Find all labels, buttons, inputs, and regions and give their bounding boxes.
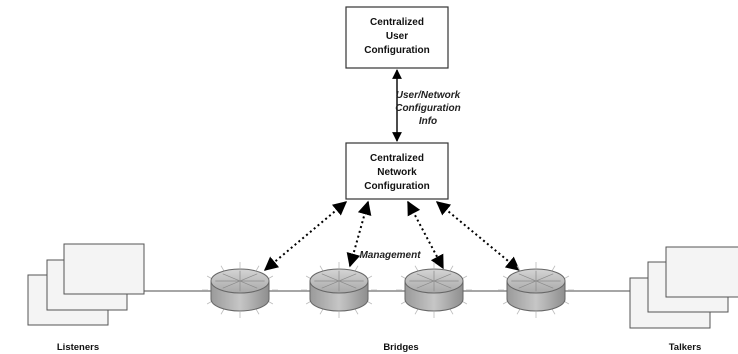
bridges-group: [202, 262, 574, 318]
bridge-icon-2: [301, 262, 377, 318]
svg-text:Configuration: Configuration: [395, 103, 461, 114]
management-arrows: [263, 200, 521, 271]
management-arrow-bridge-4: [435, 201, 521, 271]
management-arrow-bridge-1: [263, 201, 348, 271]
user-network-configuration-info-label: User/Network Configuration Info: [395, 90, 461, 127]
listeners-icon: [27, 243, 145, 326]
management-arrow-bridge-2: [346, 200, 372, 268]
cuc-line-2: User: [386, 31, 408, 42]
talkers-icon: [629, 246, 738, 329]
bridge-icon-3: [396, 262, 472, 318]
svg-text:User/Network: User/Network: [396, 90, 461, 101]
cnc-line-2: Network: [377, 167, 417, 178]
centralized-network-configuration-box: Centralized Network Configuration: [345, 142, 449, 200]
talkers-label: Talkers: [669, 342, 702, 353]
bridge-icon-4: [498, 262, 574, 318]
management-label: Management: [359, 250, 421, 261]
bridges-label: Bridges: [383, 342, 418, 353]
cnc-line-3: Configuration: [364, 181, 430, 192]
svg-text:Info: Info: [419, 116, 437, 127]
cnc-line-1: Centralized: [370, 153, 424, 164]
centralized-user-configuration-box: Centralized User Configuration: [345, 6, 449, 69]
cuc-line-1: Centralized: [370, 17, 424, 28]
listeners-label: Listeners: [57, 342, 99, 353]
bridge-icon-1: [202, 262, 278, 318]
cuc-line-3: Configuration: [364, 45, 430, 56]
